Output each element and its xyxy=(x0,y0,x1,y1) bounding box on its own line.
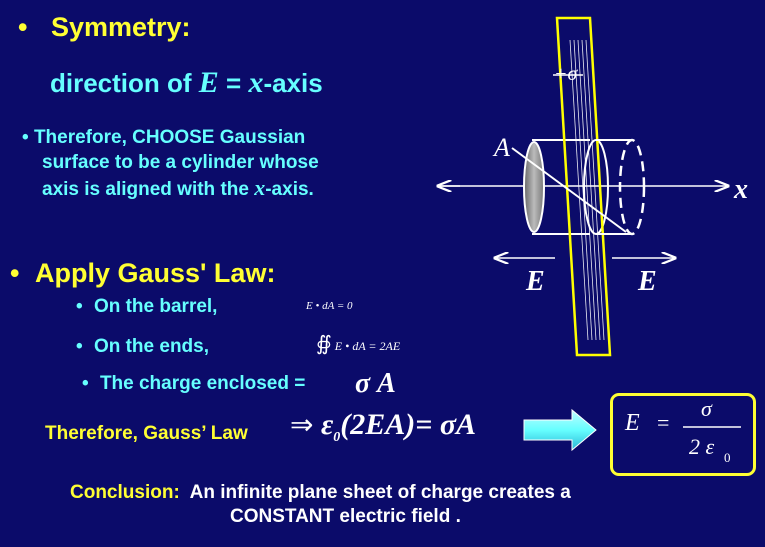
cylinder-left-end-disc xyxy=(523,141,545,233)
gauss-rhs: = σA xyxy=(415,408,477,441)
surface-integral-symbol: ∯ xyxy=(316,333,332,355)
conclusion-text-1: An infinite plane sheet of charge create… xyxy=(179,482,571,503)
note-line-3: axis is aligned with the x-axis. xyxy=(22,175,319,202)
note-line-1-text: Therefore, CHOOSE Gaussian xyxy=(33,127,306,148)
note-line-3-pre: axis is aligned with the xyxy=(42,179,255,200)
direction-prefix: direction of xyxy=(50,68,199,98)
symmetry-title: Symmetry: xyxy=(50,12,191,42)
area-label: A xyxy=(492,133,510,162)
apply-gauss-heading: • Apply Gauss' Law: xyxy=(10,258,275,289)
result-equals: = xyxy=(657,410,669,435)
result-formula: E = σ 2 ε 0 xyxy=(624,396,741,465)
gauss-law-equation: ⇒ ε0(2EA)= σA xyxy=(290,408,476,446)
charged-sheet-diagram: +σ A x E E xyxy=(420,16,748,357)
barrel-equation: E • dA = 0 xyxy=(306,300,353,312)
note-line-2: surface to be a cylinder whose xyxy=(42,152,319,173)
ends-equation-text: E • dA = 2AE xyxy=(334,339,401,353)
implies-symbol: ⇒ xyxy=(290,410,314,441)
bullet: • xyxy=(10,258,20,288)
symmetry-heading: • Symmetry: xyxy=(18,12,191,43)
direction-statement: direction of E = x-axis xyxy=(50,66,323,100)
bullet: • xyxy=(82,373,89,394)
sheet-hatching xyxy=(569,39,605,341)
charge-value: σ A xyxy=(355,368,396,399)
barrel-label: On the barrel, xyxy=(93,296,218,317)
ends-label: On the ends, xyxy=(93,336,210,357)
bullet: • xyxy=(76,336,83,357)
epsilon-symbol: ε xyxy=(320,408,334,441)
gaussian-surface-note: • Therefore, CHOOSE Gaussian surface to … xyxy=(22,125,319,202)
field-label-right: E xyxy=(637,266,657,297)
note-line-3-var: x xyxy=(254,175,266,200)
gauss-lhs: (2EA) xyxy=(340,408,416,441)
conclusion-line-2: CONSTANT electric field . xyxy=(230,506,461,527)
charged-sheet xyxy=(555,16,612,357)
bullet: • xyxy=(76,296,83,317)
direction-var-e: E xyxy=(198,66,219,99)
charge-item: • The charge enclosed = xyxy=(82,373,305,395)
result-den-sub: 0 xyxy=(724,450,731,465)
epsilon-subscript: 0 xyxy=(333,430,341,445)
result-lhs: E xyxy=(624,410,640,436)
ends-equation: ∯ E • dA = 2AE xyxy=(316,331,400,356)
direction-suffix: -axis xyxy=(263,68,323,98)
sigma-label: +σ xyxy=(554,63,578,85)
charge-label: The charge enclosed = xyxy=(99,373,306,394)
result-box: E = σ 2 ε 0 xyxy=(610,393,756,476)
direction-var-x: x xyxy=(248,66,264,99)
area-pointer-line xyxy=(511,147,627,233)
right-arrow-icon xyxy=(523,408,597,452)
ends-item: • On the ends, xyxy=(76,336,209,358)
bullet: • xyxy=(18,12,28,42)
cylinder-middle-ring xyxy=(583,139,609,235)
direction-eq: = xyxy=(218,68,249,98)
bullet: • xyxy=(22,127,29,148)
conclusion-line-1: Conclusion: An infinite plane sheet of c… xyxy=(70,482,571,504)
x-axis-label: x xyxy=(733,174,748,205)
note-line-3-post: -axis. xyxy=(265,179,314,200)
apply-title: Apply Gauss' Law: xyxy=(34,258,276,288)
cylinder-right-end xyxy=(618,138,646,236)
note-line-1: • Therefore, CHOOSE Gaussian xyxy=(22,125,319,150)
result-numerator: σ xyxy=(701,396,713,421)
field-label-left: E xyxy=(525,266,545,297)
barrel-item: • On the barrel, xyxy=(76,296,217,318)
gauss-law-label: Therefore, Gauss’ Law xyxy=(45,423,248,444)
result-denominator: 2 ε xyxy=(689,434,715,459)
conclusion-label: Conclusion: xyxy=(70,482,180,503)
